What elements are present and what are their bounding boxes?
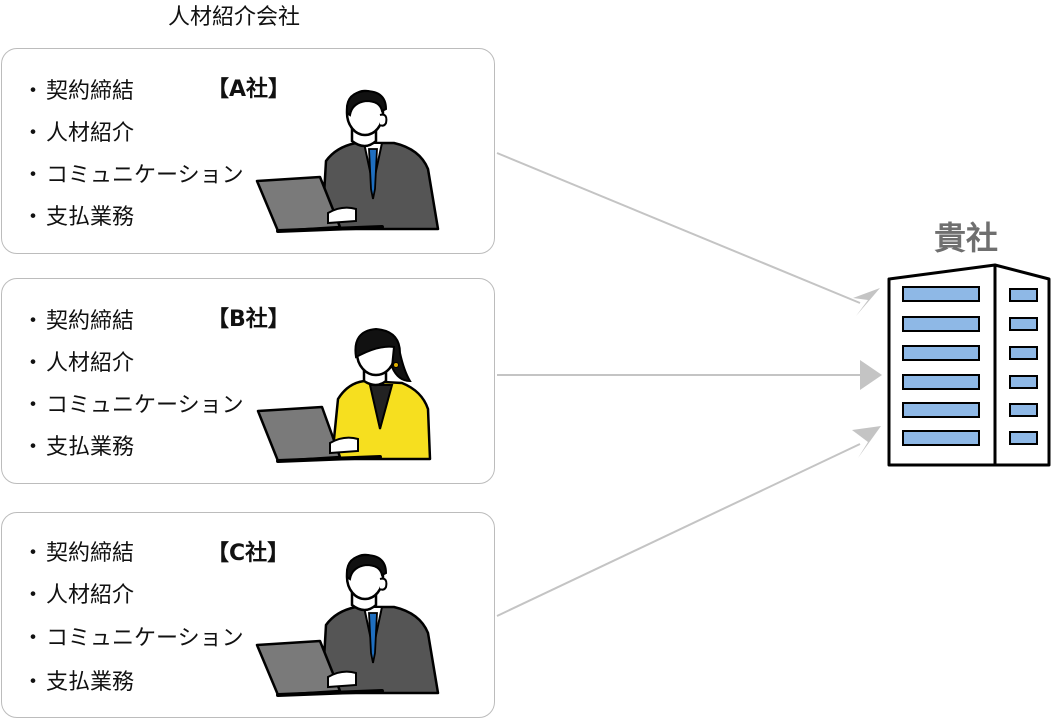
company-name: 【A社】 (207, 77, 291, 102)
company-card-c: ・契約締結 ・人材紹介 ・コミュニケーション ・支払業務 【C社】 (1, 512, 495, 718)
company-card-b: ・契約締結 ・人材紹介 ・コミュニケーション ・支払業務 【B社】 (1, 278, 495, 484)
task-item: ・契約締結 (22, 309, 135, 334)
arrow-a-head (853, 288, 880, 316)
company-card-a: ・契約締結 ・人材紹介 ・コミュニケーション ・支払業務 【A社】 (1, 48, 495, 254)
task-item: ・支払業務 (22, 205, 135, 230)
task-item: ・人材紹介 (22, 351, 135, 376)
task-item: ・人材紹介 (22, 121, 135, 146)
task-item: ・支払業務 (22, 670, 135, 695)
task-item: ・コミュニケーション (22, 163, 244, 188)
task-item: ・人材紹介 (22, 583, 135, 608)
arrow-c-line (496, 443, 861, 617)
task-item: ・契約締結 (22, 79, 135, 104)
businessman-laptop-icon (255, 553, 440, 697)
businessman-laptop-icon (255, 89, 440, 233)
client-company-label: 貴社 (934, 219, 999, 257)
task-item: ・支払業務 (22, 435, 135, 460)
arrow-c-head (852, 426, 881, 458)
agency-heading: 人材紹介会社 (168, 5, 301, 30)
arrow-a-line (496, 152, 861, 304)
businesswoman-laptop-icon (256, 327, 432, 463)
company-name: 【C社】 (207, 541, 290, 566)
arrow-b-head (860, 360, 882, 390)
task-item: ・コミュニケーション (22, 393, 244, 418)
task-item: ・コミュニケーション (22, 626, 244, 651)
task-item: ・契約締結 (22, 541, 135, 566)
company-name: 【B社】 (207, 307, 290, 332)
office-building-icon (887, 263, 1051, 467)
